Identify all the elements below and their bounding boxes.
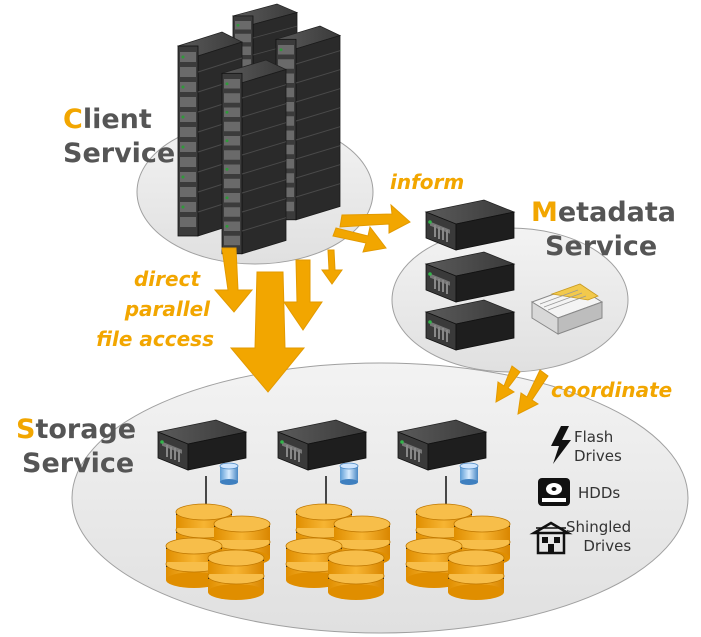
client-line1-rest: lient <box>82 104 152 135</box>
metadata-document-icon <box>530 283 604 335</box>
metadata-service-label: Metadata Service <box>531 196 676 264</box>
storage-line1-rest: torage <box>35 414 137 445</box>
metadata-line1-rest: etadata <box>557 197 676 228</box>
storage-service-label: Storage Service <box>16 413 136 481</box>
metadata-servers <box>425 199 515 351</box>
metadata-line2: Service <box>545 231 658 262</box>
legend-flash-line2: Drives <box>574 447 622 465</box>
direct-line-2: parallel <box>124 297 210 321</box>
direct-line-3: file access <box>96 327 214 351</box>
direct-arrows <box>213 247 343 393</box>
hdd-icon <box>538 478 570 506</box>
legend-hdd-line1: HDDs <box>578 484 621 502</box>
legend-flash: Flash Drives <box>574 428 622 466</box>
legend-shingled-line2: Drives <box>583 537 632 555</box>
coordinate-label: coordinate <box>551 378 673 402</box>
storage-initial: S <box>16 414 36 445</box>
client-initial: C <box>63 104 83 135</box>
direct-access-label: direct parallel file access <box>94 264 214 354</box>
legend-flash-line1: Flash <box>574 428 614 446</box>
client-line2: Service <box>63 138 176 169</box>
storage-node-3 <box>397 419 510 600</box>
storage-line2: Service <box>22 448 135 479</box>
legend-hdd: HDDs <box>578 484 620 503</box>
coordinate-arrows <box>495 365 549 415</box>
client-service-label: Client Service <box>63 103 175 171</box>
inform-label: inform <box>390 170 465 194</box>
storage-node-1 <box>157 419 270 600</box>
direct-line-1: direct <box>133 267 200 291</box>
storage-node-2 <box>277 419 390 600</box>
flash-icon <box>551 426 571 464</box>
legend-shingled: Shingled Drives <box>566 518 631 556</box>
legend-shingled-line1: Shingled <box>566 518 632 536</box>
shingled-icon <box>529 521 573 555</box>
inform-arrows <box>332 203 411 253</box>
metadata-initial: M <box>531 197 558 228</box>
